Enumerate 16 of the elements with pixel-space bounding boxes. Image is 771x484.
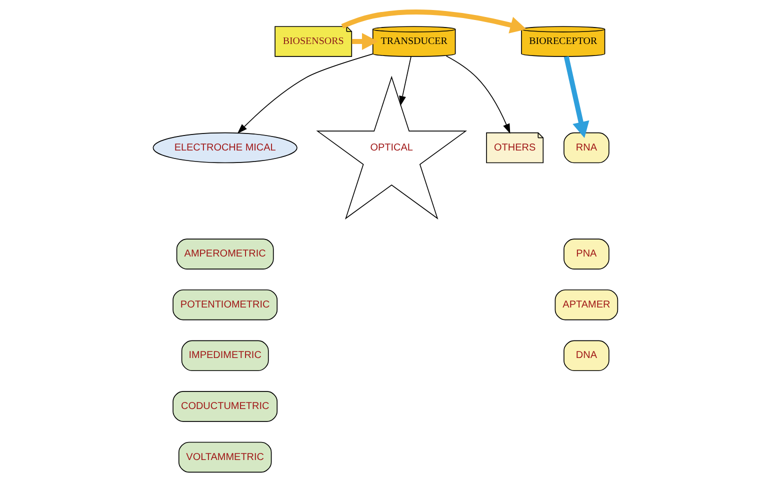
arrow xyxy=(352,32,378,50)
node-box: DNA xyxy=(564,340,610,372)
node-box: VOLTAMMETRIC xyxy=(178,442,272,473)
node-box: PNA xyxy=(564,238,610,270)
node-box: IMPEDIMETRIC xyxy=(181,340,269,372)
node-box: CODUCTUMETRIC xyxy=(172,391,278,422)
arrow xyxy=(399,56,412,106)
node-box: RNA xyxy=(564,132,610,164)
arrow xyxy=(446,56,510,134)
arrow xyxy=(237,54,374,134)
arrow xyxy=(341,10,526,34)
node-box: AMPEROMETRIC xyxy=(176,238,274,270)
node-ellipse: ELECTROCHE MICAL xyxy=(152,132,298,164)
node-box: POTENTIOMETRIC xyxy=(172,289,278,320)
node-box: APTAMER xyxy=(554,289,618,320)
arrow xyxy=(564,56,590,138)
